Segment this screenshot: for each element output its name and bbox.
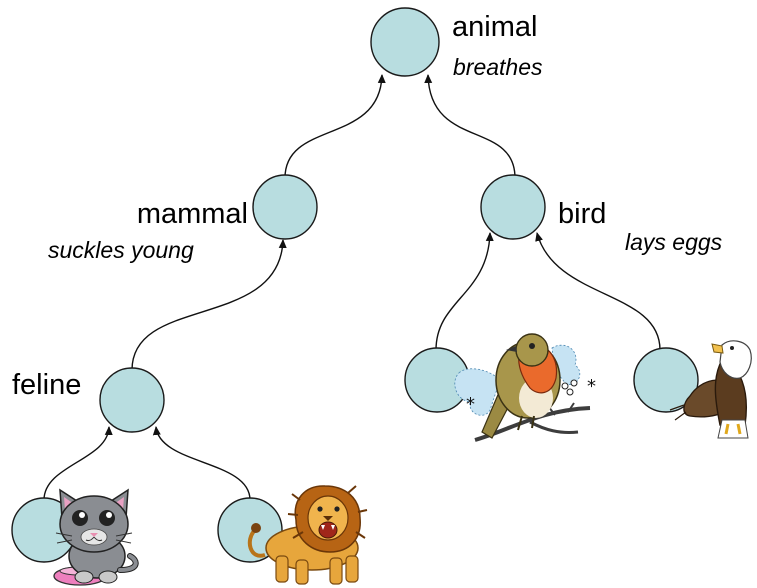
cat-icon (53, 488, 139, 586)
edge-mammal-to-animal (284, 74, 386, 179)
node-mammal (252, 174, 318, 240)
edge-robin-to-bird (435, 232, 494, 351)
label-bird-property: lays eggs (625, 229, 723, 255)
edges (43, 74, 661, 501)
node-bird (480, 174, 546, 240)
node-feline (99, 367, 165, 433)
edge-lion-to-feline (152, 426, 251, 501)
label-mammal: mammal (137, 198, 248, 230)
node-animal (370, 7, 440, 77)
label-animal-property: breathes (453, 54, 543, 80)
svg-text:*: * (587, 376, 596, 397)
robin-icon: * * (454, 333, 596, 442)
edge-bird-to-animal (424, 74, 516, 179)
edge-cat-to-feline (43, 426, 113, 501)
label-mammal-property: suckles young (48, 237, 194, 263)
lion-icon (247, 485, 368, 585)
labels: animal breathes mammal suckles young bir… (12, 11, 723, 401)
label-feline: feline (12, 369, 81, 401)
label-bird: bird (558, 198, 606, 230)
svg-text:*: * (466, 394, 475, 415)
node-eagle (633, 347, 699, 413)
edge-eagle-to-bird (535, 232, 661, 351)
edge-feline-to-mammal (131, 239, 287, 371)
label-animal: animal (452, 11, 537, 43)
nodes (11, 7, 699, 563)
eagle-icon (669, 340, 752, 439)
